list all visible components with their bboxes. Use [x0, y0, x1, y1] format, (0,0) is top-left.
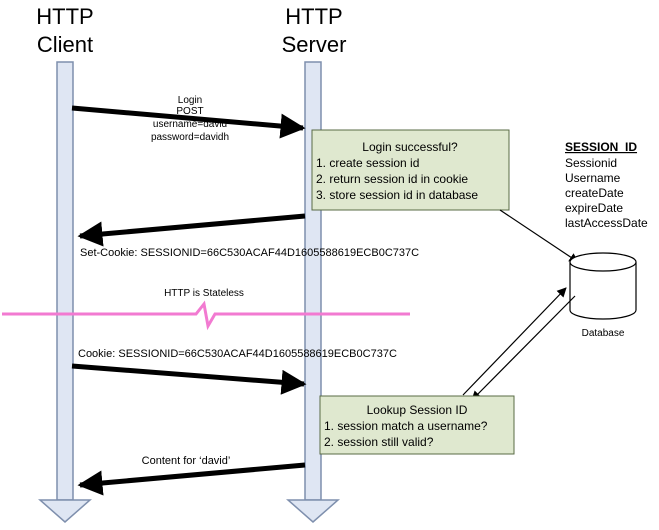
login-request-line: POST	[176, 106, 203, 117]
login-request-label: Login POST username=david password=david…	[151, 95, 229, 143]
session-table-field: lastAccessDate	[565, 216, 648, 230]
login-success-title: Login successful?	[362, 140, 458, 154]
session-table-field: Sessionid	[565, 156, 617, 170]
server-title-line2: Server	[282, 32, 347, 57]
session-table-field: Username	[565, 171, 621, 185]
lookup-session-title: Lookup Session ID	[367, 403, 468, 417]
server-title-line1: HTTP	[285, 4, 342, 29]
store-session-arrow	[499, 209, 579, 263]
client-title-line1: HTTP	[36, 4, 93, 29]
session-table: SESSION_ID Sessionid Username createDate…	[565, 140, 648, 230]
stateless-divider	[2, 300, 410, 331]
database-label: Database	[582, 328, 625, 339]
database-icon	[569, 252, 637, 320]
lookup-session-item: 2. session still valid?	[324, 435, 434, 449]
session-table-field: createDate	[565, 186, 624, 200]
content-response-arrow	[77, 462, 306, 496]
login-request-line: Login	[178, 95, 202, 106]
stateless-label: HTTP is Stateless	[164, 288, 244, 299]
login-request-line: password=davidh	[151, 132, 229, 143]
login-request-line: username=david	[153, 119, 227, 130]
content-label: Content for ‘david’	[142, 455, 231, 467]
cookie-request-arrow	[71, 363, 307, 395]
lookup-session-item: 1. session match a username?	[324, 419, 488, 433]
set-cookie-arrow	[77, 213, 306, 247]
client-lifeline	[38, 61, 92, 523]
login-success-item: 1. create session id	[316, 156, 419, 170]
lookup-query-arrow	[462, 287, 567, 396]
set-cookie-label: Set-Cookie: SESSIONID=66C530ACAF44D16055…	[80, 247, 419, 259]
client-title-line2: Client	[37, 32, 93, 57]
login-success-item: 3. store session id in database	[316, 188, 478, 202]
login-success-item: 2. return session id in cookie	[316, 172, 468, 186]
lookup-result-arrow	[471, 295, 576, 401]
session-table-field: expireDate	[565, 201, 623, 215]
cookie-label: Cookie: SESSIONID=66C530ACAF44D160558861…	[78, 348, 397, 360]
login-request-arrow	[71, 105, 306, 139]
login-success-box: Login successful? 1. create session id 2…	[311, 129, 510, 211]
session-table-title: SESSION_ID	[565, 140, 637, 154]
lookup-session-box: Lookup Session ID 1. session match a use…	[319, 395, 515, 455]
